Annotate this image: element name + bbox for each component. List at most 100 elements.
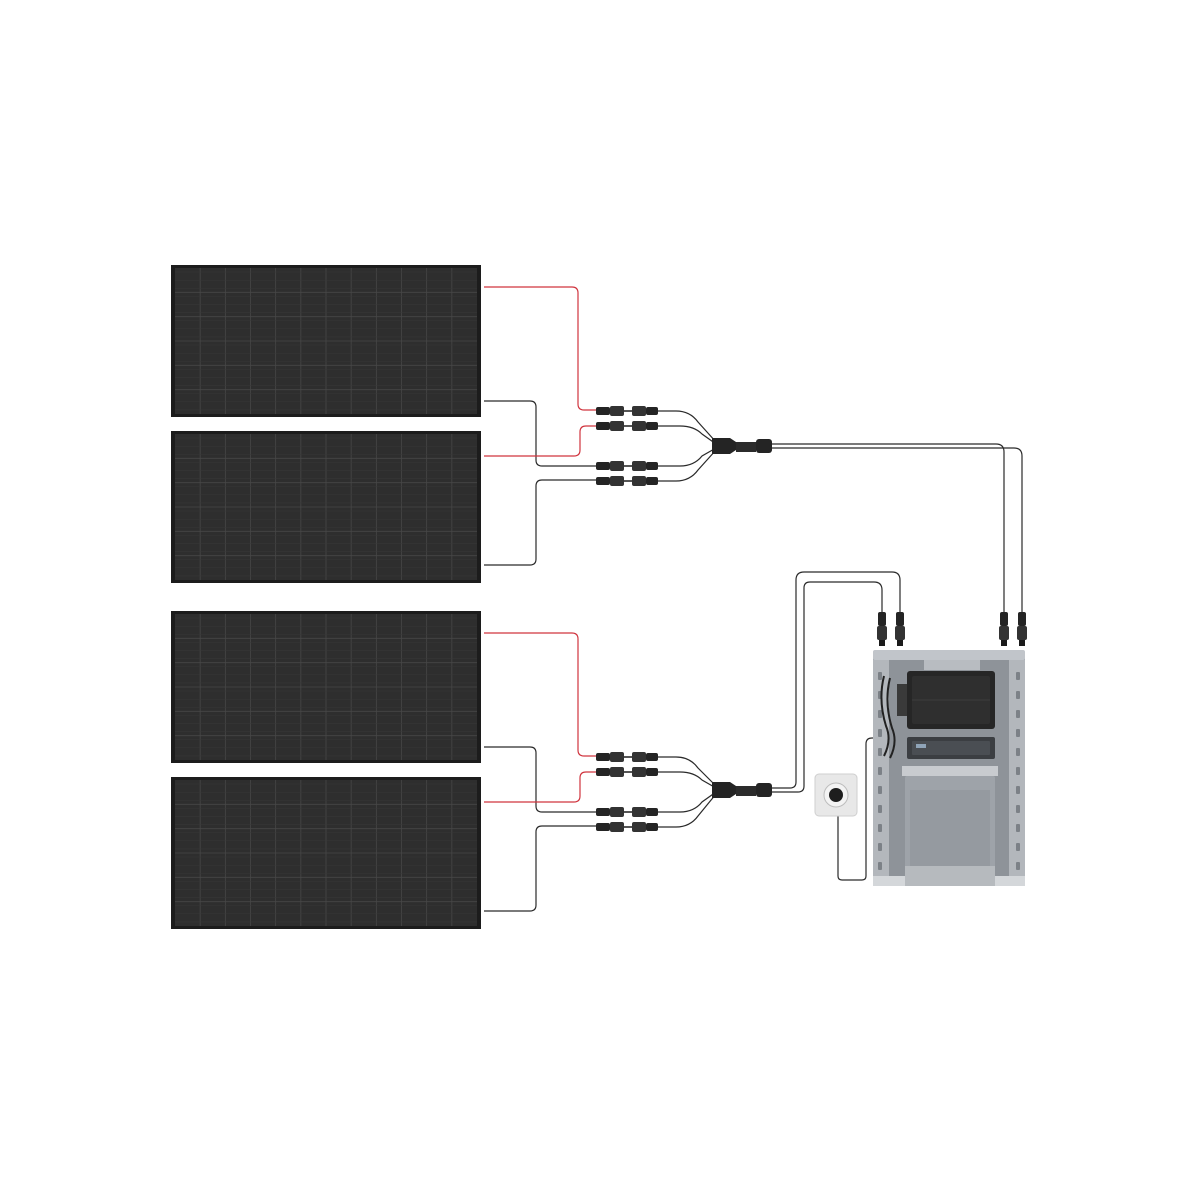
mc4-connector-gap (624, 465, 632, 467)
storage-system (873, 650, 1025, 886)
rail-hole (1016, 805, 1020, 813)
mc4-connector-icon (1018, 612, 1026, 626)
y-branch-cable-sleeve (736, 442, 756, 452)
mc4-connector-body (610, 752, 624, 762)
cabinet-rail-holes (878, 672, 1020, 870)
mc4-connector-body (632, 421, 646, 431)
y-branch-connector-icon (712, 438, 736, 454)
mc4-connector-body (610, 476, 624, 486)
mc4-connector-icon (646, 422, 658, 430)
cable-bundle-left (880, 675, 896, 759)
mc4-connector-icon (596, 753, 610, 761)
trunk-cable-bottom-a (770, 571, 901, 789)
y-branch-connector-bottom (712, 782, 772, 798)
mc4-connector-body (610, 421, 624, 431)
mc4-connector-icon (596, 422, 610, 430)
mc4-connector-icon (646, 753, 658, 761)
mc4-connector-body (632, 822, 646, 832)
management-module-logo (916, 744, 926, 748)
battery-module-panel (910, 790, 990, 866)
positive-wire-panel-4 (484, 771, 596, 803)
rail-hole (878, 805, 882, 813)
solar-panel-3 (171, 611, 481, 763)
connectors (596, 406, 658, 832)
mc4-connector-icon (646, 823, 658, 831)
rail-hole (878, 786, 882, 794)
cabinet-input-connectors (877, 612, 1027, 646)
mc4-connector-body (999, 626, 1009, 640)
mc4-connector-body (610, 807, 624, 817)
cabinet-top-rim (873, 650, 1025, 660)
rail-hole (878, 862, 882, 870)
rail-hole (1016, 767, 1020, 775)
trunk-cable-bottom-b (770, 581, 883, 793)
mc4-connector-icon (1000, 612, 1008, 626)
solar-panel-4 (171, 777, 481, 929)
branch-lead-3 (656, 447, 717, 467)
y-branch-mc4-end (756, 783, 772, 797)
mc4-connector-icon (596, 768, 610, 776)
mc4-connector-gap (624, 826, 632, 828)
mc4-connector-body (632, 461, 646, 471)
mc4-connector-gap (624, 410, 632, 412)
positive-wire-panel-2 (484, 425, 596, 457)
wiring-bottom-group (484, 571, 901, 912)
microinverter (897, 671, 995, 729)
mc4-connector-tip (879, 640, 885, 646)
branch-lead-6 (656, 771, 717, 789)
mc4-connector-body (610, 822, 624, 832)
mc4-connector-body (610, 767, 624, 777)
ac-output-cable (837, 737, 888, 881)
cable-bundle-wire (880, 675, 890, 757)
branch-lead-5 (656, 756, 717, 787)
mc4-connector-pair-2 (596, 421, 658, 431)
branch-lead-4 (656, 449, 717, 482)
y-branch-connector-top (712, 438, 772, 454)
rail-hole (878, 843, 882, 851)
rail-hole (1016, 710, 1020, 718)
rail-hole (878, 748, 882, 756)
y-branch-cable-sleeve (736, 786, 756, 796)
rail-hole (1016, 691, 1020, 699)
mc4-connector-body (877, 626, 887, 640)
mc4-connector-body (610, 461, 624, 471)
positive-wire-panel-1 (484, 286, 596, 411)
mc4-connector-tip (1001, 640, 1007, 646)
mc4-connector-icon (596, 462, 610, 470)
mc4-connector-icon (896, 612, 904, 626)
battery-module-base (905, 866, 995, 886)
mc4-connector-pair-3 (596, 461, 658, 471)
panel-group-bottom (171, 611, 481, 929)
outlet-plug (829, 788, 843, 802)
branch-lead-1 (656, 410, 717, 443)
rail-hole (1016, 786, 1020, 794)
mc4-connector-icon (596, 823, 610, 831)
mc4-connector-pair-7 (596, 807, 658, 817)
mc4-connector-body (632, 406, 646, 416)
rail-hole (878, 729, 882, 737)
negative-wire-panel-2 (484, 479, 596, 566)
negative-wire-panel-1 (484, 400, 596, 467)
mc4-connector-body (632, 767, 646, 777)
trunk-cable-top-a (770, 443, 1005, 612)
mc4-connector-tip (897, 640, 903, 646)
mc4-connector-gap (624, 480, 632, 482)
y-branch-mc4-end (756, 439, 772, 453)
mc4-connector-body (1017, 626, 1027, 640)
mc4-connector-gap (624, 756, 632, 758)
cabinet-top-bracket (924, 660, 980, 670)
mc4-connector-body (895, 626, 905, 640)
y-branch-connector-icon (712, 782, 736, 798)
mc4-connector-gap (624, 771, 632, 773)
negative-wire-panel-3 (484, 746, 596, 813)
rail-hole (1016, 824, 1020, 832)
mc4-connector-body (610, 406, 624, 416)
mc4-connector-icon (878, 612, 886, 626)
mc4-connector-body (632, 752, 646, 762)
battery-tray (902, 766, 998, 776)
mc4-connector-pair-5 (596, 752, 658, 762)
mc4-connector-icon (646, 407, 658, 415)
rail-hole (1016, 748, 1020, 756)
management-module-face (912, 741, 990, 755)
